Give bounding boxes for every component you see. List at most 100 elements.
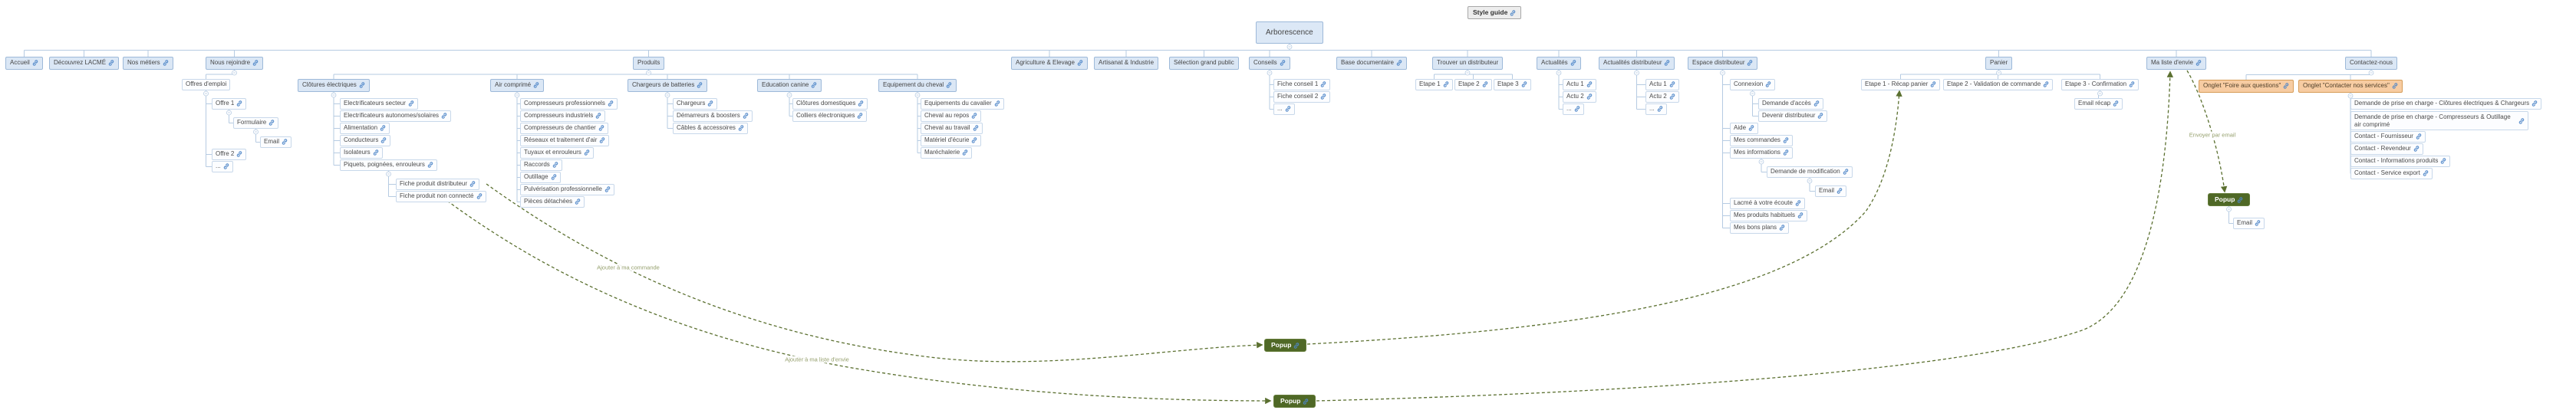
node-conseils[interactable]: Conseils [1249, 57, 1290, 70]
node-comp-chantier[interactable]: Compresseurs de chantier [520, 123, 608, 134]
node-chargeurs-batteries[interactable]: Chargeurs de batteries [628, 79, 708, 92]
node-p-etape3[interactable]: Etape 3 - Confirmation [2061, 79, 2140, 90]
node-arborescence[interactable]: Arborescence [1256, 21, 1323, 44]
node-fiche-dist[interactable]: Fiche produit distributeur [396, 179, 480, 190]
node-email-form[interactable]: Email [260, 136, 292, 148]
node-cables[interactable]: Câbles & accessoires [673, 123, 748, 134]
node-contact-revendeur[interactable]: Contact - Revendeur [2350, 143, 2423, 155]
node-base-doc[interactable]: Base documentaire [1336, 57, 1407, 70]
collapse-icon[interactable] [1758, 159, 1764, 165]
collapse-icon[interactable] [1556, 70, 1562, 76]
node-p-etape2[interactable]: Etape 2 - Validation de commande [1943, 79, 2054, 90]
node-contactez[interactable]: Contactez-nous [2345, 57, 2398, 70]
collapse-icon[interactable] [1720, 70, 1725, 76]
node-etape1[interactable]: Etape 1 [1415, 79, 1453, 90]
node-actu1b[interactable]: Actu 1 [1645, 79, 1679, 90]
node-connexion[interactable]: Connexion [1730, 79, 1776, 90]
node-reseaux[interactable]: Réseaux et traitement d'air [520, 135, 610, 146]
collapse-icon[interactable] [1286, 44, 1293, 50]
node-cheval-repos[interactable]: Cheval au repos [921, 110, 982, 122]
node-mes-commandes[interactable]: Mes commandes [1730, 135, 1793, 146]
node-produits-habituels[interactable]: Mes produits habituels [1730, 210, 1808, 221]
node-actualites[interactable]: Actualités [1537, 57, 1581, 70]
node-comp-ind[interactable]: Compresseurs industriels [520, 110, 606, 122]
node-etape3[interactable]: Etape 3 [1494, 79, 1531, 90]
collapse-icon[interactable] [664, 92, 670, 98]
node-p-etape1[interactable]: Etape 1 - Récap panier [1861, 79, 1941, 90]
node-actu2b[interactable]: Actu 2 [1645, 91, 1679, 103]
node-lacme-ecoute[interactable]: Lacmé à votre écoute [1730, 198, 1805, 209]
node-offre-more[interactable]: ... [212, 161, 233, 172]
node-pieces[interactable]: Pièces détachées [520, 196, 585, 208]
node-demarreurs[interactable]: Démarreurs & boosters [673, 110, 753, 122]
node-isolateurs[interactable]: Isolateurs [340, 147, 383, 159]
node-chargeurs[interactable]: Chargeurs [673, 98, 718, 110]
node-materiel-ecurie[interactable]: Matériel d'écurie [921, 135, 982, 146]
node-agriculture[interactable]: Agriculture & Elevage [1011, 57, 1088, 70]
node-bons-plans[interactable]: Mes bons plans [1730, 222, 1790, 234]
node-trouver[interactable]: Trouver un distributeur [1432, 57, 1504, 70]
node-contact-infos[interactable]: Contact - Informations produits [2350, 156, 2451, 167]
node-actu2[interactable]: Actu 2 [1563, 91, 1596, 103]
collapse-icon[interactable] [1807, 178, 1813, 184]
collapse-icon[interactable] [514, 92, 520, 98]
node-email-modif[interactable]: Email [1815, 185, 1847, 197]
node-style-guide[interactable]: Style guide [1468, 6, 1522, 20]
node-actu-moreb[interactable]: ... [1645, 103, 1667, 115]
node-offre1[interactable]: Offre 1 [212, 98, 247, 110]
node-cheval-travail[interactable]: Cheval au travail [921, 123, 983, 134]
node-piquets[interactable]: Piquets, poignées, enrouleurs [340, 159, 437, 171]
collapse-icon[interactable] [1750, 90, 1755, 97]
node-produits[interactable]: Produits [633, 57, 665, 70]
collapse-icon[interactable] [1464, 70, 1471, 76]
node-dpc-compresseurs[interactable]: Demande de prise en charge - Compresseur… [2350, 111, 2528, 131]
node-offres-emploi[interactable]: Offres d'emploi [182, 79, 231, 90]
node-alimentation[interactable]: Alimentation [340, 123, 390, 134]
collapse-icon[interactable] [203, 90, 209, 97]
node-equip-cavalier[interactable]: Equipements du cavalier [921, 98, 1004, 110]
node-onglet-services[interactable]: Onglet "Contacter nos services" [2298, 80, 2403, 93]
collapse-icon[interactable] [386, 171, 391, 177]
node-raccords[interactable]: Raccords [520, 159, 562, 171]
node-actu-more[interactable]: ... [1563, 103, 1584, 115]
node-actu1[interactable]: Actu 1 [1563, 79, 1596, 90]
node-elec-auto[interactable]: Electrificateurs autonomes/solaires [340, 110, 452, 122]
collapse-icon[interactable] [232, 70, 237, 76]
node-air-comprime[interactable]: Air comprimé [490, 79, 545, 92]
node-education-canine[interactable]: Education canine [757, 79, 822, 92]
node-clotures[interactable]: Clôtures électriques [298, 79, 370, 92]
collapse-icon[interactable] [2368, 70, 2374, 76]
node-comp-pro[interactable]: Compresseurs professionnels [520, 98, 618, 110]
node-panier[interactable]: Panier [1985, 57, 2013, 70]
collapse-icon[interactable] [1634, 70, 1639, 76]
collapse-icon[interactable] [226, 110, 232, 116]
node-nous-rejoindre[interactable]: Nous rejoindre [206, 57, 264, 70]
node-conducteurs[interactable]: Conducteurs [340, 135, 391, 146]
node-marechalerie[interactable]: Maréchalerie [921, 147, 973, 159]
node-fiche-nc[interactable]: Fiche produit non connecté [396, 191, 486, 202]
node-decouvrez[interactable]: Découvrez LACMÉ [49, 57, 120, 70]
node-artisanat[interactable]: Artisanat & Industrie [1094, 57, 1159, 70]
node-actualites-dist[interactable]: Actualités distributeur [1599, 57, 1675, 70]
node-fiche-cmore[interactable]: ... [1273, 103, 1295, 115]
node-onglet-faq[interactable]: Onglet "Foire aux questions" [2199, 80, 2294, 93]
collapse-icon[interactable] [1996, 70, 2001, 76]
node-fiche-c1[interactable]: Fiche conseil 1 [1273, 79, 1331, 90]
collapse-icon[interactable] [331, 92, 337, 98]
node-aide[interactable]: Aide [1730, 123, 1759, 134]
node-clotures-dom[interactable]: Clôtures domestiques [792, 98, 868, 110]
collapse-icon[interactable] [914, 92, 921, 98]
node-mes-infos[interactable]: Mes informations [1730, 147, 1793, 159]
collapse-icon[interactable] [1267, 70, 1273, 76]
node-devenir-dist[interactable]: Devenir distributeur [1758, 110, 1828, 122]
node-email-popup[interactable]: Email [2233, 218, 2265, 229]
node-email-recap[interactable]: Email récap [2074, 98, 2123, 110]
collapse-icon[interactable] [786, 92, 792, 98]
node-offre2[interactable]: Offre 2 [212, 149, 247, 160]
node-outillage[interactable]: Outillage [520, 172, 561, 183]
collapse-icon[interactable] [646, 70, 651, 76]
node-contact-export[interactable]: Contact - Service export [2350, 168, 2433, 179]
node-pulverisation[interactable]: Pulvérisation professionnelle [520, 184, 614, 195]
node-contact-fournisseur[interactable]: Contact - Fournisseur [2350, 131, 2426, 143]
node-formulaire[interactable]: Formulaire [233, 117, 279, 129]
